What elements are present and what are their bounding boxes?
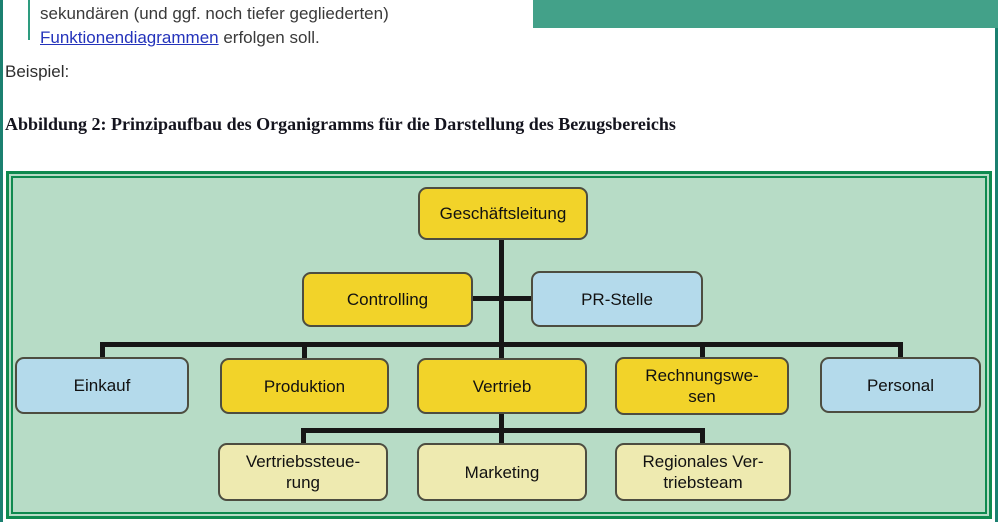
org-node-vertrieb: Vertrieb [417, 358, 587, 414]
organigram-frame: Geschäftsleitung Controlling PR-Stelle E… [6, 171, 992, 519]
connector-controlling-prstelle [473, 296, 531, 301]
connector-stub-personal [898, 342, 903, 358]
funktionendiagrammen-link[interactable]: Funktionendiagrammen [40, 28, 219, 47]
page-edge-line-left [0, 0, 3, 522]
org-node-controlling: Controlling [302, 272, 473, 327]
figure-caption: Abbildung 2: Prinzipaufbau des Organigra… [5, 114, 676, 134]
org-node-pr-stelle: PR-Stelle [531, 271, 703, 327]
connector-level3-rake [100, 342, 902, 347]
example-label: Beispiel: [5, 62, 70, 81]
connector-level4-rake [301, 428, 705, 433]
paragraph-line-2-rest: erfolgen soll. [218, 28, 320, 47]
org-node-rechnungswesen: Rechnungswe- sen [615, 357, 789, 415]
connector-stub-rechnungswesen [700, 342, 705, 358]
org-node-vertriebssteuerung: Vertriebssteue- rung [218, 443, 388, 501]
org-node-einkauf: Einkauf [15, 357, 189, 414]
connector-stub-einkauf [100, 342, 105, 358]
connector-stub-produktion [302, 342, 307, 358]
org-node-produktion: Produktion [220, 358, 389, 414]
paragraph-line-1: sekundären (und ggf. noch tiefer geglied… [40, 4, 389, 23]
org-node-personal: Personal [820, 357, 981, 413]
top-right-scan-bar [533, 0, 998, 28]
page-edge-line-right [995, 0, 998, 522]
left-cell-border-tick [28, 0, 30, 40]
paragraph-line-2: Funktionendiagrammen erfolgen soll. [40, 28, 320, 48]
org-node-geschaeftsleitung: Geschäftsleitung [418, 187, 588, 240]
organigram-inner-border [11, 176, 987, 514]
connector-stub-regionales [700, 428, 705, 443]
org-node-marketing: Marketing [417, 443, 587, 501]
connector-stub-vertriebssteuerung [301, 428, 306, 443]
org-node-regionales-vertriebsteam: Regionales Ver- triebsteam [615, 443, 791, 501]
